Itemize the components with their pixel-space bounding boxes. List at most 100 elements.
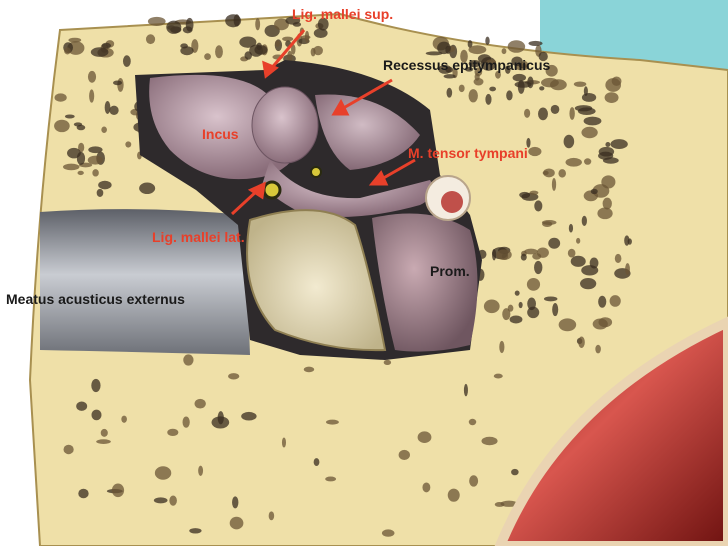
bone-pore (125, 141, 132, 148)
bone-pore (499, 340, 505, 354)
tympanic-membrane (246, 209, 387, 352)
label-tensor-tympani: M. tensor tympani (408, 145, 528, 161)
bone-pore (76, 401, 88, 411)
bone-pore (534, 260, 543, 275)
bone-pore (281, 437, 286, 448)
bone-pore (182, 416, 190, 428)
bone-pore (597, 207, 613, 220)
bone-pore (292, 22, 302, 27)
bone-pore (545, 64, 558, 77)
bone-pore (568, 223, 574, 233)
bone-pore (101, 42, 112, 49)
bone-pore (229, 516, 244, 530)
bone-pore (154, 466, 172, 480)
bone-pore (605, 141, 611, 148)
bone-pore (147, 16, 166, 27)
bone-pore (460, 49, 468, 63)
bone-pore (232, 496, 239, 509)
bone-pore (563, 134, 575, 149)
bone-pore (550, 104, 560, 114)
bone-pore (64, 47, 71, 55)
bone-pore (425, 51, 443, 56)
bone-pore (529, 190, 539, 195)
bone-pore (592, 318, 608, 330)
bone-pore (604, 92, 619, 103)
bone-pore (581, 92, 597, 102)
bone-pore (507, 304, 514, 312)
bone-pore (167, 428, 179, 437)
label-meatus: Meatus acusticus externus (6, 291, 185, 307)
bone-pore (468, 89, 478, 103)
bone-pore (528, 40, 543, 47)
bone-pore (301, 35, 311, 40)
bone-pore (91, 378, 101, 393)
bone-pore (581, 126, 598, 139)
bone-pore (467, 40, 473, 48)
bone-pore (526, 278, 541, 291)
bone-pore (542, 221, 553, 227)
bone-pore (313, 28, 328, 38)
bone-pore (325, 476, 337, 482)
bone-pore (528, 146, 542, 157)
bone-pore (610, 139, 628, 149)
bone-pore (514, 290, 520, 296)
bone-pore (538, 51, 548, 62)
bone-pore (153, 497, 168, 504)
bone-pore (96, 188, 104, 198)
bone-pore (481, 436, 498, 446)
bone-pore (256, 42, 262, 51)
bone-pore (458, 84, 465, 93)
bone-pore (194, 398, 206, 409)
bone-pore (468, 418, 477, 426)
bone-pore (527, 297, 536, 311)
bone-pore (581, 215, 587, 227)
bone-pore (438, 64, 452, 74)
malleus-handle (262, 160, 434, 218)
bone-pore (543, 168, 555, 178)
bone-pore (548, 237, 561, 249)
bone-pore (169, 495, 177, 506)
carotid-artery (492, 316, 728, 551)
bone-pore (215, 45, 223, 59)
bone-pore (595, 344, 601, 354)
bone-pore (536, 247, 549, 258)
bone-pore (104, 100, 111, 114)
bone-pore (139, 182, 156, 195)
bone-pore (111, 483, 125, 498)
bone-pore (98, 180, 112, 190)
bone-pore (511, 468, 519, 476)
bone-pore (527, 76, 534, 89)
bone-pore (100, 428, 108, 437)
bone-pore (113, 80, 123, 86)
bone-pore (76, 151, 86, 165)
bone-pore (578, 336, 585, 349)
bone-pore (62, 163, 80, 171)
bone-pore (483, 299, 500, 314)
bone-pore (182, 26, 193, 34)
bone-pore (73, 122, 83, 127)
bone-pore (611, 76, 622, 86)
bone-pore (524, 248, 538, 255)
bone-pore (524, 108, 531, 118)
arrow-lig-mallei-lat (230, 188, 260, 216)
bone-pore (313, 45, 323, 56)
bone-pore (543, 296, 558, 302)
bone-pore (64, 114, 75, 119)
bone-pore (517, 80, 525, 94)
arrow-tensor (379, 158, 416, 182)
bone-pore (96, 439, 111, 444)
ligament-spot-medial (310, 166, 322, 178)
bone-pore (268, 511, 275, 521)
bone-pore (381, 529, 395, 537)
bone-pore (469, 475, 479, 487)
bone-pore (183, 354, 194, 366)
bone-pore (239, 36, 257, 48)
bone-pore (274, 18, 289, 31)
promontory (372, 213, 478, 352)
bone-pore (422, 482, 431, 493)
bone-pore (602, 157, 619, 164)
label-promontory: Prom. (430, 263, 470, 279)
label-recessus-epitympanicus: Recessus epitympanicus (383, 57, 551, 73)
